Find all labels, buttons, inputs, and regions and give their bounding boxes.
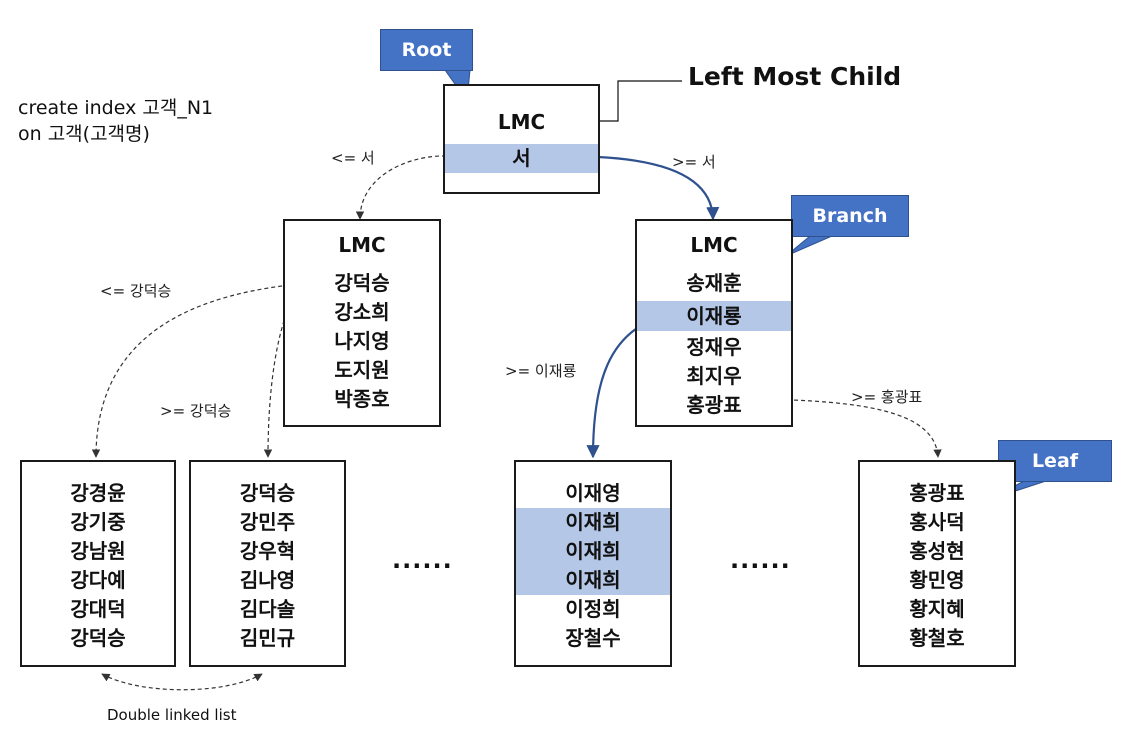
edge-label-left-ge: >= 강덕승 <box>160 402 232 420</box>
leaf-key: 김민규 <box>239 626 296 650</box>
leaf-node-3: 이재영 이재희 이재희 이재희 이정희 장철수 <box>514 460 672 667</box>
leaf-key: 장철수 <box>565 626 621 650</box>
root-node: LMC 서 <box>443 84 600 194</box>
edge-left-branch-to-leaf1 <box>91 282 311 458</box>
sql-line-2: on 고객(고객명) <box>18 123 150 145</box>
double-linked-list-label: Double linked list <box>107 706 237 724</box>
leaf-key: 강기중 <box>70 510 126 534</box>
left-branch-key: 강소희 <box>334 300 390 324</box>
leaf-key: 홍성현 <box>909 539 965 563</box>
leaf-key: 이정희 <box>565 597 621 621</box>
left-branch-lmc: LMC <box>338 233 386 257</box>
leaf-key: 강다예 <box>70 568 126 592</box>
right-branch-node: LMC 송재훈 이재룡 정재우 최지우 홍광표 <box>635 219 793 427</box>
right-branch-lmc: LMC <box>690 233 738 257</box>
double-linked-list-arrow <box>101 673 263 691</box>
leaf-key: 황민영 <box>909 568 965 592</box>
edge-label-root-left: <= 서 <box>331 149 375 167</box>
leaf-key-highlighted: 이재희 <box>516 566 670 595</box>
right-branch-key-highlighted: 이재룡 <box>637 301 791 331</box>
left-branch-key: 나지영 <box>334 329 390 353</box>
leaf-node-4: 홍광표 홍사덕 홍성현 황민영 황지혜 황철호 <box>858 460 1016 667</box>
root-key: 서 <box>445 144 598 173</box>
right-branch-key: 송재훈 <box>686 271 742 295</box>
root-callout: Root <box>380 29 473 71</box>
left-branch-key: 박종호 <box>334 387 390 411</box>
leaf-key: 강남원 <box>70 539 126 563</box>
sql-line-1: create index 고객_N1 <box>18 97 214 119</box>
right-branch-key: 홍광표 <box>686 393 742 417</box>
branch-callout: Branch <box>791 195 909 237</box>
leaf-key: 강우혁 <box>239 539 296 563</box>
leaf-key: 강덕승 <box>239 481 296 505</box>
leaf-node-1: 강경윤 강기중 강남원 강다예 강대덕 강덕승 <box>20 460 176 667</box>
leaf-key-highlighted: 이재희 <box>516 508 670 537</box>
leaf-key: 홍사덕 <box>909 510 965 534</box>
left-branch-key: 강덕승 <box>334 271 390 295</box>
left-branch-node: LMC 강덕승 강소희 나지영 도지원 박종호 <box>283 219 441 427</box>
left-branch-key: 도지원 <box>334 358 390 382</box>
sql-code: create index 고객_N1 on 고객(고객명) <box>18 95 213 147</box>
leaf-key-highlighted: 이재희 <box>516 537 670 566</box>
edge-label-right-mid: >= 이재룡 <box>505 362 577 380</box>
leaf-node-2: 강덕승 강민주 강우혁 김나영 김다솔 김민규 <box>189 460 346 667</box>
left-most-child-label: Left Most Child <box>688 62 902 91</box>
root-lmc: LMC <box>497 110 546 134</box>
leaf-key: 이재영 <box>565 481 621 505</box>
right-branch-key: 정재우 <box>686 335 742 359</box>
right-branch-key: 최지우 <box>686 364 742 388</box>
leaf-key: 강경윤 <box>70 481 126 505</box>
leaf-key: 강민주 <box>239 510 296 534</box>
edge-label-root-right: >= 서 <box>672 153 716 171</box>
leaf-callout: Leaf <box>998 440 1112 482</box>
leaf-key: 황지혜 <box>909 597 965 621</box>
edge-label-left-le: <= 강덕승 <box>100 282 172 300</box>
edge-label-right-last: >= 홍광표 <box>851 388 923 406</box>
ellipsis: ...... <box>730 546 791 574</box>
ellipsis: ...... <box>392 546 453 574</box>
leaf-key: 김나영 <box>239 568 296 592</box>
leaf-key: 홍광표 <box>909 481 965 505</box>
leaf-key: 황철호 <box>909 626 965 650</box>
leaf-key: 강대덕 <box>70 597 126 621</box>
leaf-key: 김다솔 <box>239 597 296 621</box>
leaf-key: 강덕승 <box>70 626 126 650</box>
